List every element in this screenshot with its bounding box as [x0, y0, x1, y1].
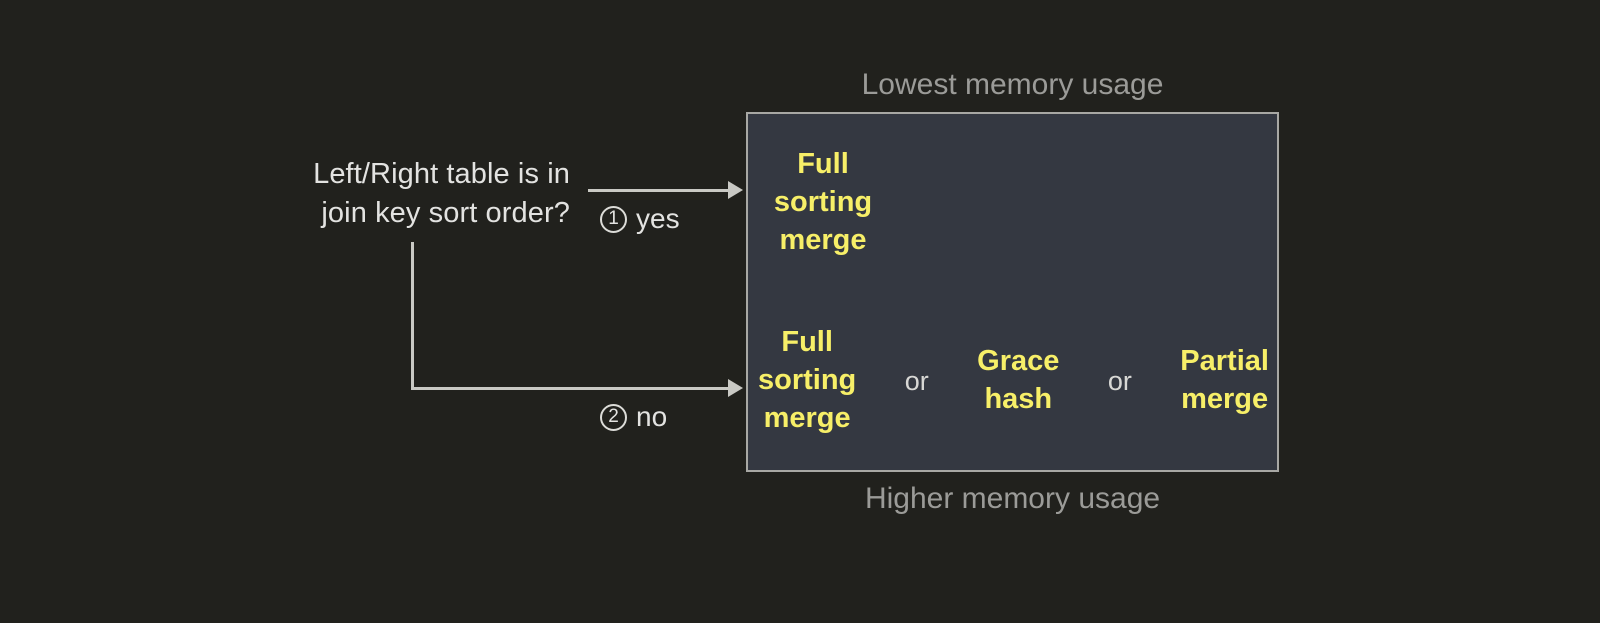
or-separator-first: or [904, 365, 929, 396]
higher-memory-usage-caption: Higher memory usage [864, 482, 1161, 515]
branch-2-caption: 2 no [600, 401, 667, 433]
option-full-sorting-merge-sorted: Full sorting merge [773, 148, 873, 256]
branch-2-label: no [636, 401, 668, 432]
unsorted-input-options-row: Full sorting merge or Grace hash or Part… [748, 292, 1277, 470]
option-partial-merge: Partial merge [1180, 345, 1269, 415]
circled-number-1-icon: 1 [600, 205, 627, 233]
branch-1-label: yes [636, 203, 680, 234]
branch-2-horizontal-connector-line [411, 387, 730, 390]
sorted-input-options-row: Full sorting merge [748, 114, 1277, 292]
circled-number-2-icon: 2 [600, 403, 627, 431]
branch-1-caption: 1 yes [600, 203, 680, 235]
option-grace-hash: Grace hash [977, 345, 1060, 415]
or-separator-second: or [1107, 365, 1132, 396]
branch-2-vertical-connector-line [411, 242, 414, 390]
lowest-memory-usage-caption: Lowest memory usage [861, 68, 1164, 101]
branch-1-connector-line [588, 189, 730, 192]
option-full-sorting-merge-unsorted: Full sorting merge [758, 326, 857, 434]
decision-question-label: Left/Right table is in join key sort ord… [313, 158, 570, 229]
branch-2-arrowhead-icon [728, 379, 743, 397]
join-strategy-options-box: Full sorting merge Full sorting merge or… [746, 112, 1279, 472]
branch-1-arrowhead-icon [728, 181, 743, 199]
